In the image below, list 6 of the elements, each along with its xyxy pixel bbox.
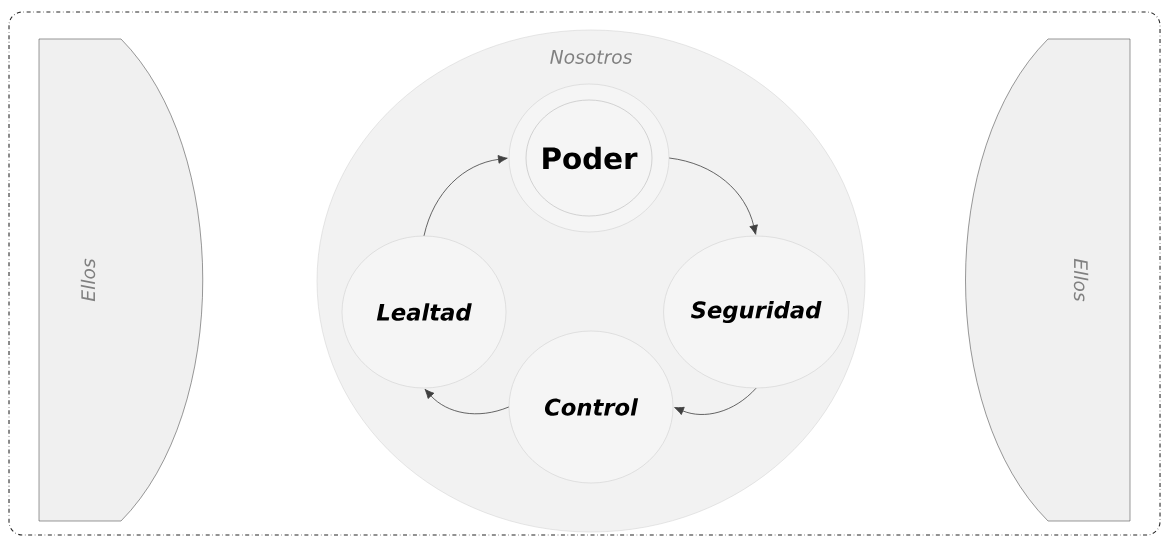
arrow: [424, 388, 510, 415]
arrow: [668, 157, 758, 235]
arrow: [674, 387, 757, 415]
arrow: [423, 155, 508, 237]
ellos-band: Ellos: [965, 38, 1131, 522]
ellos-band: Ellos: [38, 38, 204, 522]
